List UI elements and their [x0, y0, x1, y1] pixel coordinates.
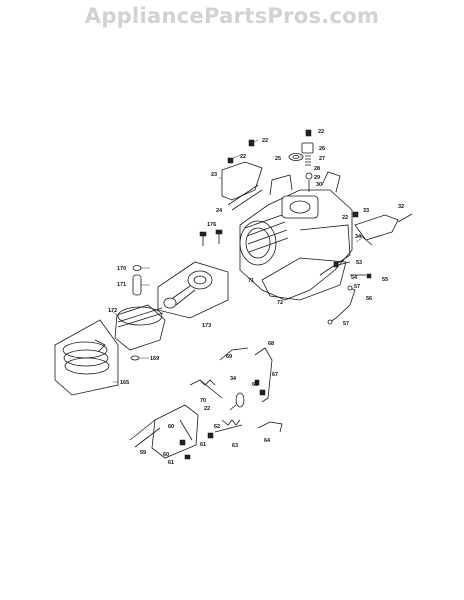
callout: 66 — [252, 382, 258, 388]
callout: 56 — [366, 296, 372, 302]
callout: 70 — [200, 398, 206, 404]
callout: 30 — [316, 182, 322, 188]
callout: 60 — [163, 452, 169, 458]
callout: 165 — [120, 380, 129, 386]
callout: 23 — [211, 172, 217, 178]
callout: 28 — [314, 166, 320, 172]
callout: 63 — [232, 443, 238, 449]
callout: 72 — [277, 300, 283, 306]
callout: 169 — [150, 356, 159, 362]
callout: 33 — [363, 208, 369, 214]
callout: 22 — [342, 215, 348, 221]
connecting-rod-173 — [157, 261, 229, 319]
callout: 22 — [240, 154, 246, 160]
callout: 171 — [117, 282, 126, 288]
springs-and-rods — [189, 347, 249, 433]
callout: 68 — [268, 341, 274, 347]
bracket-24 — [227, 184, 263, 211]
callout: 25 — [275, 156, 281, 162]
engine-block — [239, 171, 353, 301]
callout: 62 — [214, 424, 220, 430]
callout: 22 — [318, 129, 324, 135]
callout: 34 — [230, 376, 237, 382]
callout: 34 — [355, 234, 362, 240]
callout: 32 — [398, 204, 404, 210]
callout: 67 — [272, 372, 278, 378]
callout: 176 — [207, 222, 216, 228]
bolts-176 — [199, 229, 223, 246]
rod-56 — [329, 287, 356, 323]
base-gasket — [261, 257, 347, 301]
callout: 71 — [248, 278, 254, 284]
bolts-53-55 — [333, 261, 372, 279]
callout: 22 — [262, 138, 268, 144]
callout: 24 — [216, 208, 223, 214]
callout: 60 — [168, 424, 174, 430]
piston-pin — [132, 265, 142, 296]
callout: 64 — [264, 438, 271, 444]
piston-172 — [114, 304, 166, 351]
callout: 22 — [204, 406, 210, 412]
callout: 61 — [168, 460, 174, 466]
callout: 53 — [356, 260, 362, 266]
callout: 57 — [354, 284, 360, 290]
callout: 55 — [382, 277, 388, 283]
shroud-23 — [221, 161, 263, 201]
callout: 69 — [226, 354, 232, 360]
callout: 172 — [108, 308, 117, 314]
throttle-rod — [254, 347, 283, 433]
watermark: AppliancePartsPros.com — [84, 4, 380, 28]
callouts: 22 22 22 26 27 25 28 29 30 23 24 33 32 2… — [108, 129, 404, 466]
callout: 61 — [200, 442, 206, 448]
callout: 170 — [117, 266, 126, 272]
callout: 26 — [319, 146, 325, 152]
callout: 59 — [140, 450, 146, 456]
callout: 173 — [202, 323, 211, 329]
callout: 54 — [351, 275, 358, 281]
piston-rings-165 — [54, 319, 140, 396]
control-assembly — [129, 404, 214, 460]
callout: 29 — [314, 175, 320, 181]
callout: 27 — [319, 156, 325, 162]
governor-linkage — [352, 211, 413, 246]
leader-lines — [109, 131, 363, 383]
callout: 57 — [343, 321, 349, 327]
